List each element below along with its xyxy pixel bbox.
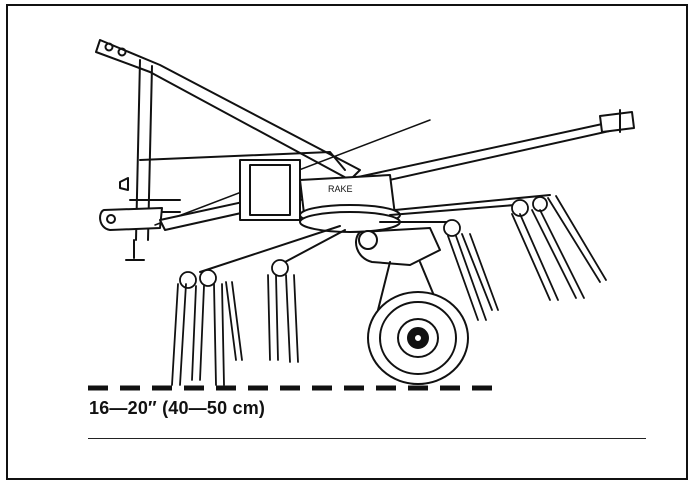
tine-group-left: [171, 269, 243, 386]
tine-group-mid: [267, 259, 299, 363]
height-caption: 16—20″ (40—50 cm): [89, 398, 266, 418]
svg-text:RAKE: RAKE: [328, 184, 353, 194]
wheel-assembly: [355, 227, 469, 385]
tine-group-right-1: [443, 219, 499, 321]
hitch-tongue: [95, 39, 431, 261]
tine-arms: [199, 194, 551, 273]
caption-underline: [88, 438, 646, 439]
center-gearbox: RAKE: [239, 159, 401, 233]
tine-group-right-2: [511, 195, 607, 301]
